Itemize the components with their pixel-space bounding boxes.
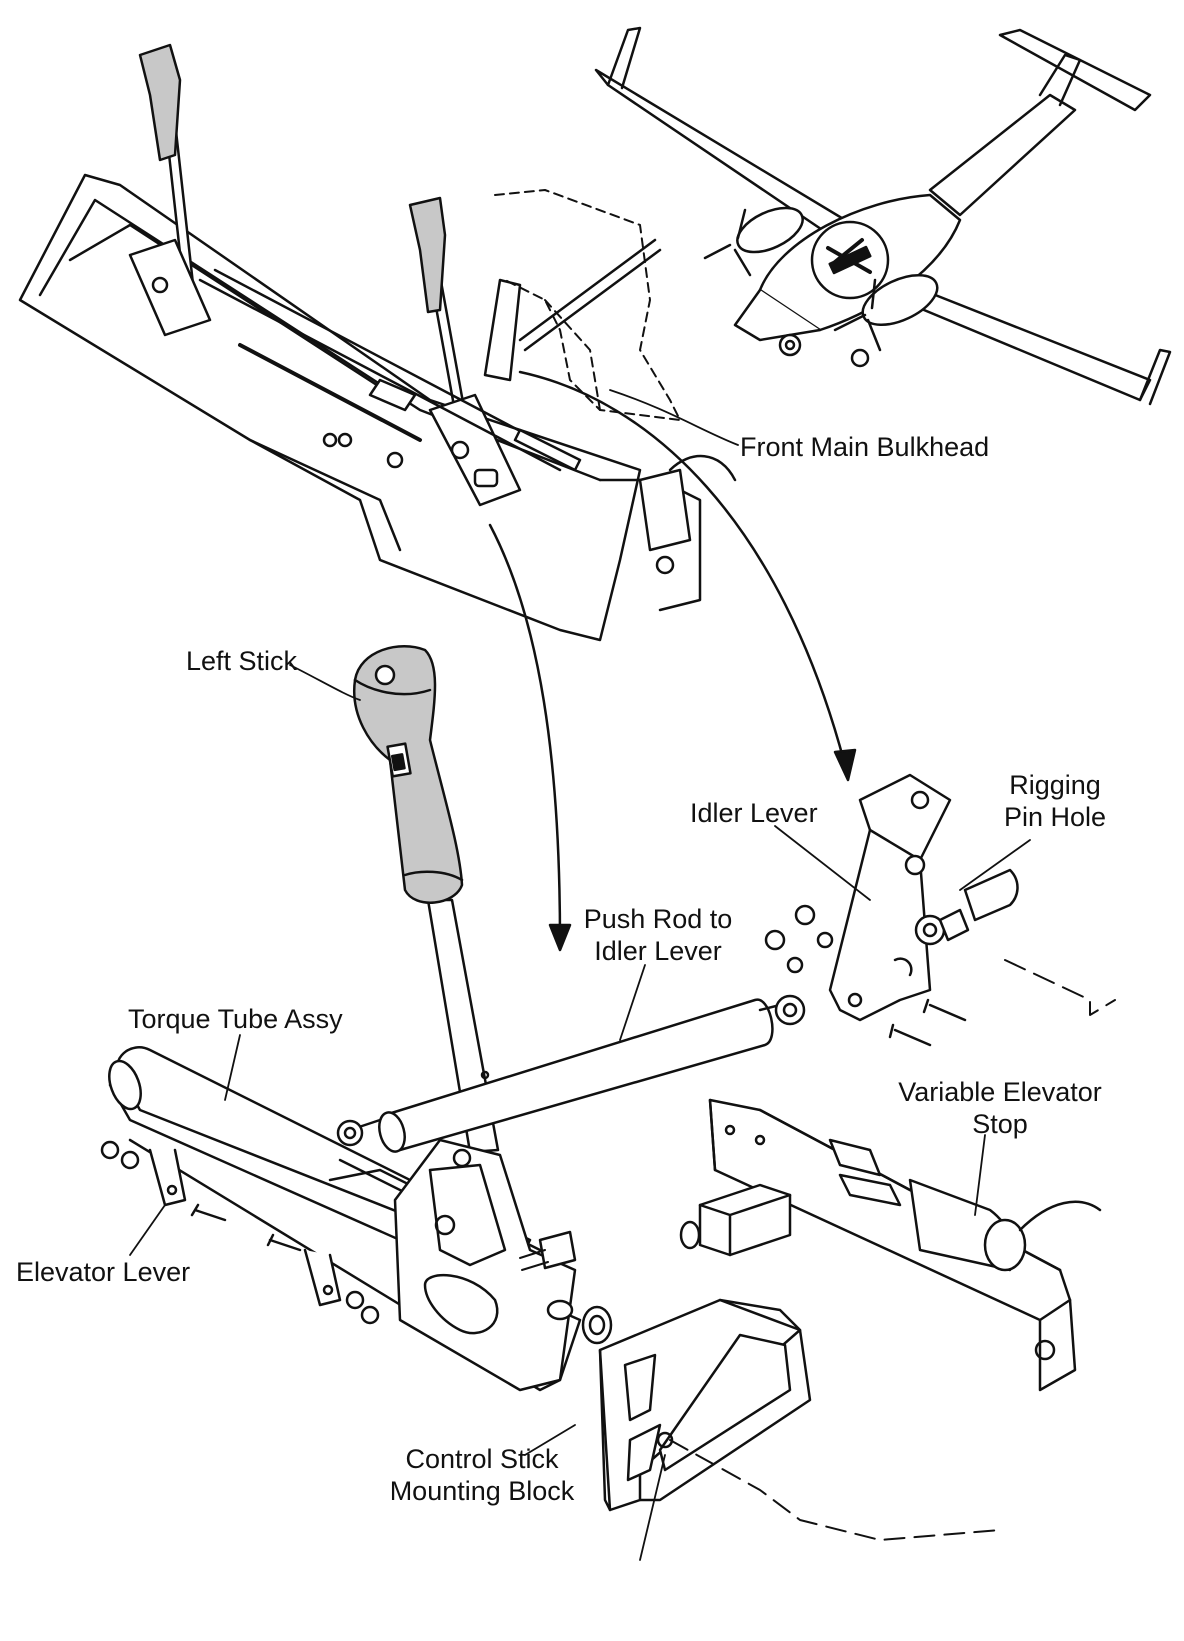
label-left-stick: Left Stick	[186, 646, 298, 676]
variable-elevator-stop-part	[679, 1098, 1102, 1392]
torque-tube-part	[100, 1046, 613, 1392]
airplane-illustration	[594, 26, 1172, 406]
idler-lever-part	[764, 773, 1116, 1047]
label-variable-elevator-stop: Variable Elevator Stop	[898, 1077, 1102, 1139]
leader-lines	[129, 389, 1031, 1561]
label-control-stick-mounting-block: Control Stick Mounting Block	[389, 1444, 575, 1506]
assembly-arrows	[488, 370, 857, 952]
label-front-main-bulkhead: Front Main Bulkhead	[740, 432, 990, 462]
label-elevator-lever: Elevator Lever	[16, 1257, 191, 1287]
label-torque-tube-assy: Torque Tube Assy	[128, 1004, 343, 1034]
label-push-rod: Push Rod to Idler Lever	[583, 904, 733, 966]
left-stick-part	[352, 645, 500, 1154]
push-rod-part	[336, 994, 806, 1153]
label-rigging-pin-hole: Rigging Pin Hole	[1003, 770, 1107, 832]
label-idler-lever: Idler Lever	[690, 798, 818, 828]
mounting-block-part	[598, 1298, 1001, 1541]
control-console-assembly	[18, 43, 737, 642]
